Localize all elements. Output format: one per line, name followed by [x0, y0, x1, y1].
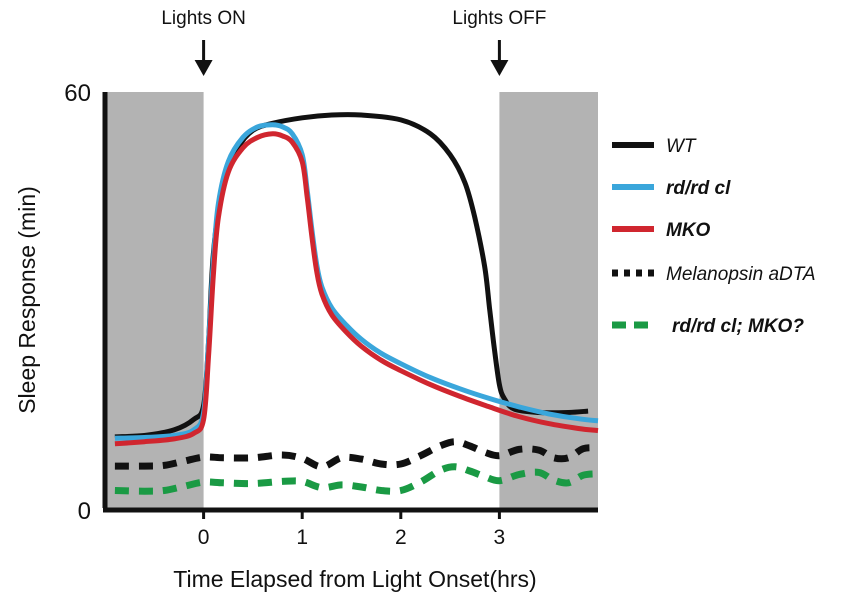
annotation-label-2: Lights OFF — [452, 8, 546, 29]
x-tick-label-4: 3 — [494, 526, 506, 549]
annotation-label-1: Lights ON — [161, 8, 245, 29]
legend-label-1: WT — [666, 136, 697, 157]
down-arrow-icon-2 — [490, 60, 509, 76]
series-lines — [114, 112, 599, 495]
legend-label-2: rd/rd cl — [666, 178, 731, 199]
series-line-4 — [114, 438, 599, 471]
x-tick-label-1: 0 — [198, 526, 210, 549]
light-annotations: Lights ON Lights OFF — [161, 8, 546, 76]
dark-period-shading — [105, 92, 598, 510]
shaded-region-2 — [499, 92, 598, 510]
x-tick-label-2: 1 — [296, 526, 308, 549]
series-line-3 — [114, 131, 599, 447]
axes: 0 1 2 3 0 60 — [64, 80, 598, 549]
legend-label-4: Melanopsin aDTA — [666, 264, 816, 285]
y-axis-label: Sleep Response (min) — [14, 186, 40, 414]
series-line-5 — [114, 463, 599, 495]
legend-label-3: MKO — [666, 220, 711, 241]
legend: WT rd/rd cl MKO Melanopsin aDTA rd/rd cl; MK… — [612, 136, 816, 337]
x-tick-label-3: 2 — [395, 526, 407, 549]
y-tick-label-2: 60 — [64, 80, 91, 107]
down-arrow-icon-1 — [194, 60, 213, 76]
y-tick-label-1: 0 — [78, 498, 91, 525]
shaded-region-1 — [105, 92, 204, 510]
x-axis-label: Time Elapsed from Light Onset(hrs) — [173, 566, 536, 592]
legend-label-5: rd/rd cl; MKO? — [672, 316, 804, 337]
